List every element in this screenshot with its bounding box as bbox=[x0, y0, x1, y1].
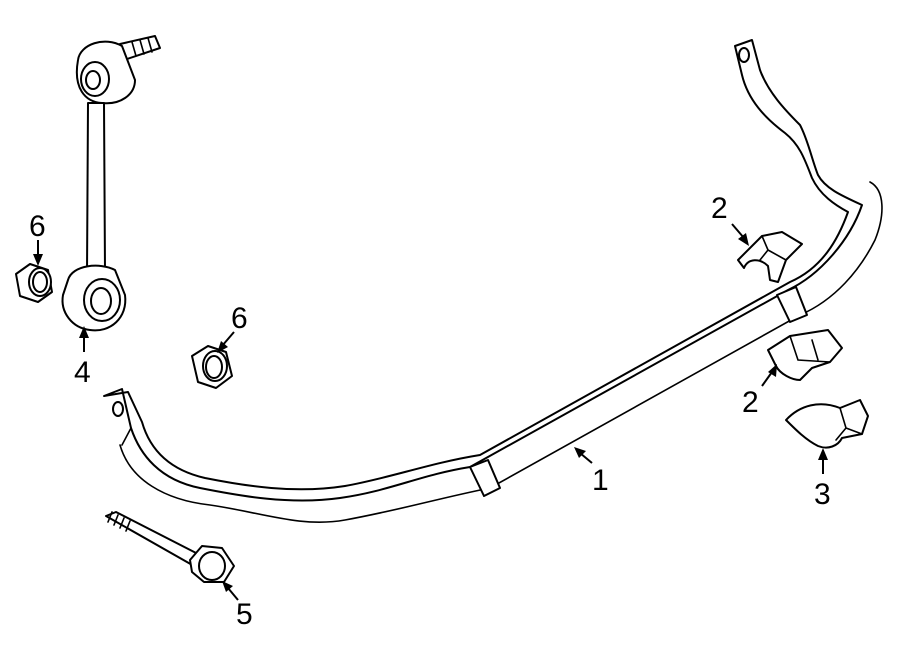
nut-left bbox=[15, 263, 53, 303]
bolt bbox=[105, 511, 235, 583]
nut-center bbox=[191, 345, 233, 389]
callout-label-6-center: 6 bbox=[231, 302, 248, 335]
callout-label-2-upper: 2 bbox=[711, 192, 728, 225]
callout-label-3: 3 bbox=[814, 478, 831, 511]
callout-2-upper: 2 bbox=[711, 192, 749, 246]
stabilizer-bar bbox=[103, 39, 883, 523]
callout-label-5: 5 bbox=[236, 598, 253, 631]
callout-label-4: 4 bbox=[74, 356, 91, 389]
bushing-lower bbox=[767, 329, 843, 381]
callout-6-left: 6 bbox=[29, 210, 46, 266]
callout-3: 3 bbox=[814, 448, 831, 511]
bushing-bracket bbox=[785, 399, 869, 449]
callout-6-center: 6 bbox=[217, 302, 248, 353]
bushing-upper bbox=[737, 231, 803, 283]
stabilizer-link bbox=[61, 35, 161, 332]
callout-2-lower: 2 bbox=[742, 364, 777, 419]
callout-label-6-left: 6 bbox=[29, 210, 46, 243]
callout-1: 1 bbox=[574, 447, 609, 497]
callout-4: 4 bbox=[74, 326, 91, 389]
callout-5: 5 bbox=[222, 581, 253, 631]
callout-label-1: 1 bbox=[592, 464, 609, 497]
callout-label-2-lower: 2 bbox=[742, 386, 759, 419]
